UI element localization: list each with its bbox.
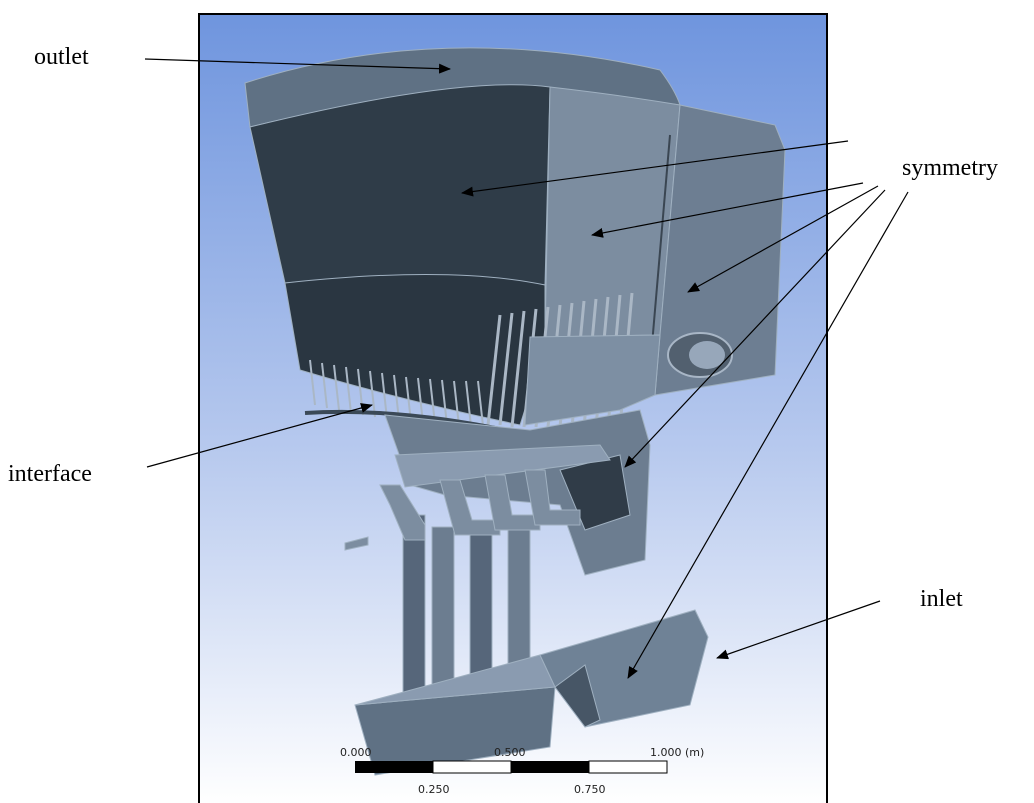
duct-opening-inner [689, 341, 725, 369]
scale-seg-1 [355, 761, 433, 773]
symmetry-label: symmetry [902, 155, 998, 181]
outlet-label: outlet [34, 44, 89, 70]
interface-label: interface [8, 461, 92, 487]
scale-unit: (m) [685, 746, 704, 759]
scale-tick-250: 0.250 [418, 783, 450, 796]
scale-tick-500: 0.500 [494, 746, 526, 759]
vertical-pipes [402, 514, 531, 706]
scale-tick-1000: 1.000 [650, 746, 682, 759]
inlet-label: inlet [920, 586, 963, 612]
scale-tick-0: 0.000 [340, 746, 372, 759]
scale-seg-4 [588, 760, 668, 774]
geometry-canvas: 0.000 0.500 1.000 (m) 0.250 0.750 [200, 15, 826, 803]
outlet-side-face [544, 86, 681, 338]
scale-seg-2 [432, 760, 512, 774]
geometry-viewport[interactable]: 0.000 0.500 1.000 (m) 0.250 0.750 [198, 13, 828, 803]
scale-seg-3 [511, 761, 589, 773]
scale-bar: 0.000 0.500 1.000 (m) 0.250 0.750 [340, 746, 704, 796]
angled-connectors [344, 469, 581, 551]
scale-tick-750: 0.750 [574, 783, 606, 796]
middle-stage-top [394, 444, 611, 488]
inlet-duct-end [554, 664, 601, 728]
